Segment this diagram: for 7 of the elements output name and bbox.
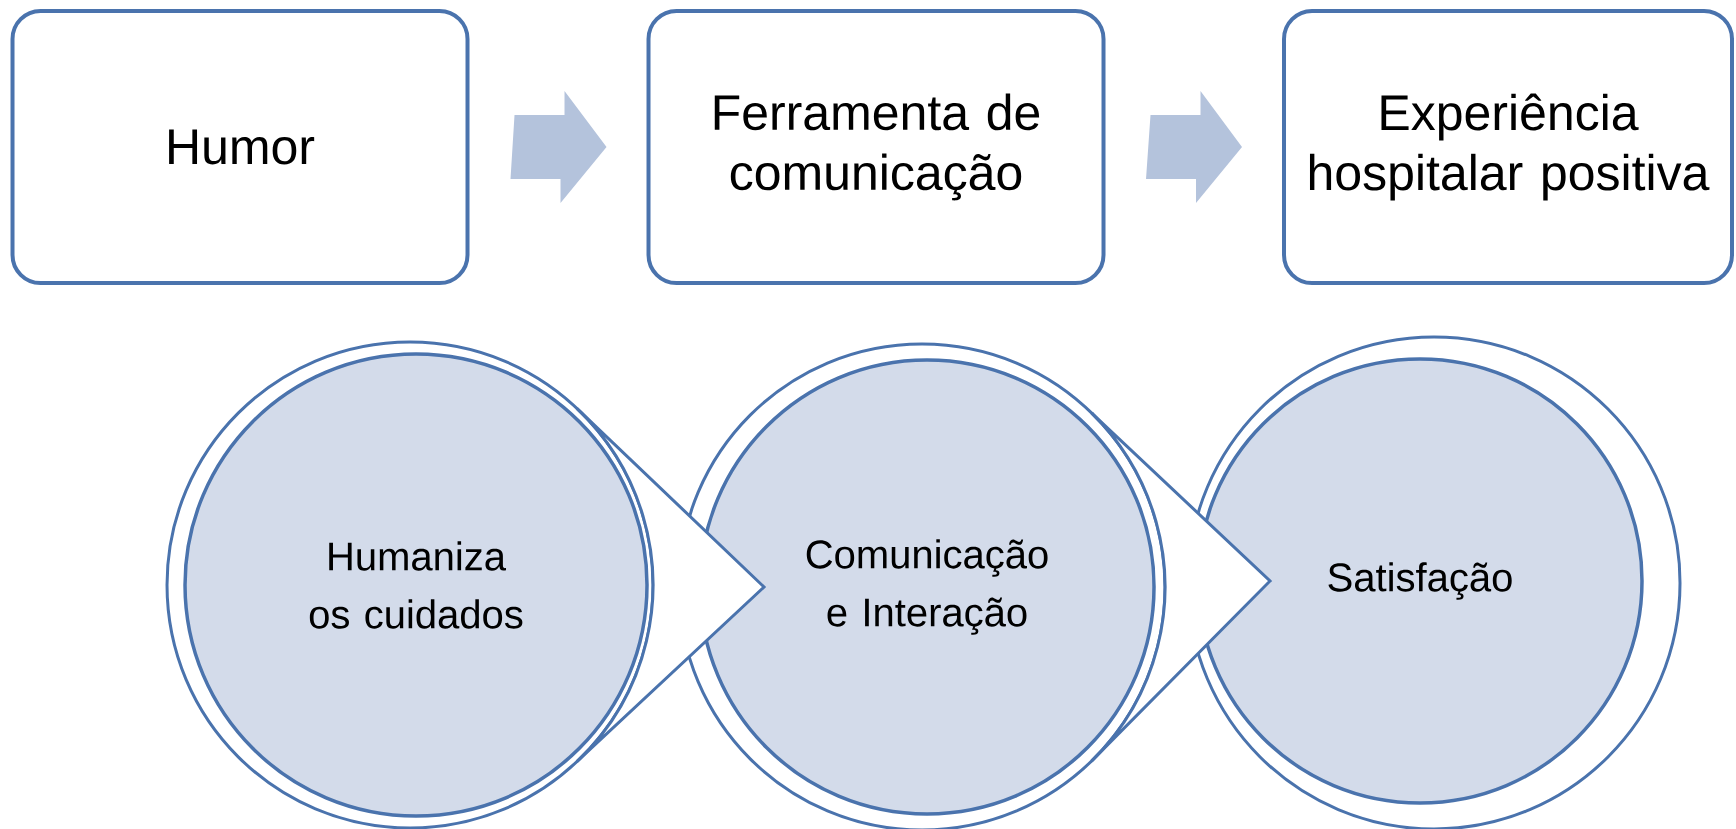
process-box: Ferramenta de comunicação — [646, 9, 1106, 285]
arrow — [1090, 411, 1272, 763]
process-box: Humor — [10, 9, 470, 285]
block-arrow — [1146, 91, 1242, 203]
arrow — [575, 406, 766, 764]
block-arrow — [510, 91, 607, 203]
process-box: Experiência hospitalar positiva — [1282, 9, 1734, 285]
